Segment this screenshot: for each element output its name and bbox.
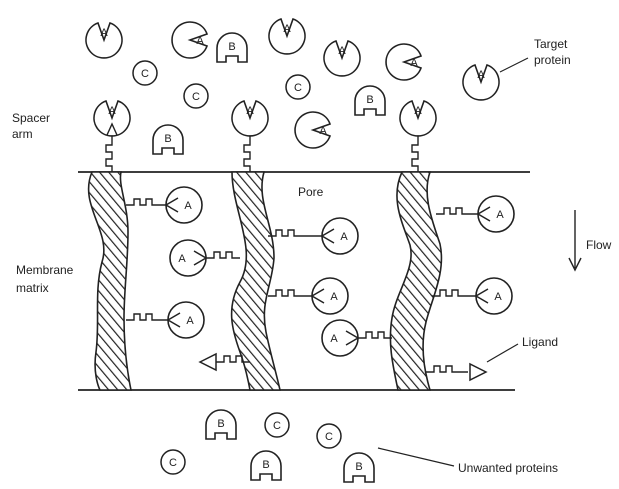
svg-text:A: A [494,291,502,303]
protein-a-bound: A [166,187,202,223]
svg-text:A: A [410,57,418,69]
protein-a-bound: A [168,302,204,338]
svg-text:B: B [366,94,373,106]
svg-text:B: B [228,41,235,53]
protein-b: B [355,86,385,115]
unwanted-proteins-label: Unwanted proteins [458,461,558,475]
protein-a: A [172,22,207,58]
protein-c: C [184,84,208,108]
target-protein-label: protein [534,53,571,67]
svg-text:B: B [164,133,171,145]
protein-b: B [217,33,247,62]
svg-text:C: C [325,431,333,443]
pore-label: Pore [298,185,324,199]
spacer-arm [432,290,476,296]
ligand-triangle [200,354,216,370]
protein-a-bound: A [322,218,358,254]
target-protein-label: Target [534,37,568,51]
svg-text:A: A [184,200,192,212]
svg-text:A: A [496,209,504,221]
svg-text:C: C [192,91,200,103]
svg-text:C: C [141,68,149,80]
protein-a-bound: A [312,278,348,314]
spacer-arm [126,199,166,205]
svg-text:A: A [319,125,327,137]
protein-b: B [206,410,236,439]
protein-a: A [386,44,421,80]
svg-text:B: B [355,461,362,473]
matrix-fiber-2 [232,172,280,390]
target-protein-leader [500,58,528,72]
protein-c: C [286,75,310,99]
spacer-arm [244,135,250,172]
spacer-arm [268,290,312,296]
protein-c: C [133,61,157,85]
protein-a-bound: A [476,278,512,314]
protein-a-bound: A [322,320,358,356]
ligand-label: Ligand [522,335,558,349]
spacer-arm [206,252,240,258]
svg-text:A: A [340,231,348,243]
svg-text:A: A [283,23,291,35]
svg-text:A: A [108,105,116,117]
svg-text:C: C [294,82,302,94]
protein-b: B [153,125,183,154]
svg-text:A: A [246,105,254,117]
svg-text:A: A [477,69,485,81]
svg-text:A: A [338,45,346,57]
svg-text:C: C [273,420,281,432]
protein-a: A [86,23,122,58]
spacer-arm [106,135,112,172]
svg-text:A: A [196,35,204,47]
svg-text:A: A [330,291,338,303]
spacer-arm [412,135,418,172]
ligand-triangle [470,364,486,380]
protein-a-bound: A [232,101,268,136]
flow-arrow [569,210,581,270]
svg-text:B: B [262,459,269,471]
protein-a-bound: A [400,101,436,136]
svg-text:A: A [100,27,108,39]
svg-text:A: A [186,315,194,327]
protein-a-bound: A [170,240,206,276]
spacer-arm [426,366,468,372]
flow-label: Flow [586,238,612,252]
protein-c: C [161,450,185,474]
svg-text:A: A [178,253,186,265]
matrix-fiber-3 [390,172,441,390]
unwanted-proteins-leader [378,448,454,466]
svg-text:B: B [217,418,224,430]
protein-a: A [463,65,499,100]
svg-text:C: C [169,457,177,469]
protein-b: B [251,451,281,480]
membrane-matrix-label: Membrane [16,263,74,277]
spacer-arm [126,314,168,320]
spacer-arm-label: arm [12,127,33,141]
protein-a: A [269,19,305,54]
protein-a: A [324,41,360,76]
spacer-arm [436,208,478,214]
protein-c: C [265,413,289,437]
protein-a: A [295,112,330,148]
svg-text:A: A [414,105,422,117]
spacer-arm [268,230,322,236]
membrane-matrix-label: matrix [16,281,49,295]
protein-c: C [317,424,341,448]
spacer-arm [358,332,392,338]
protein-a-bound: A [478,196,514,232]
matrix-fiber-1 [89,172,131,390]
protein-a-bound: A [94,101,130,136]
protein-b: B [344,453,374,482]
ligand-leader [487,344,518,362]
spacer-arm-label: Spacer [12,111,50,125]
svg-text:A: A [330,333,338,345]
